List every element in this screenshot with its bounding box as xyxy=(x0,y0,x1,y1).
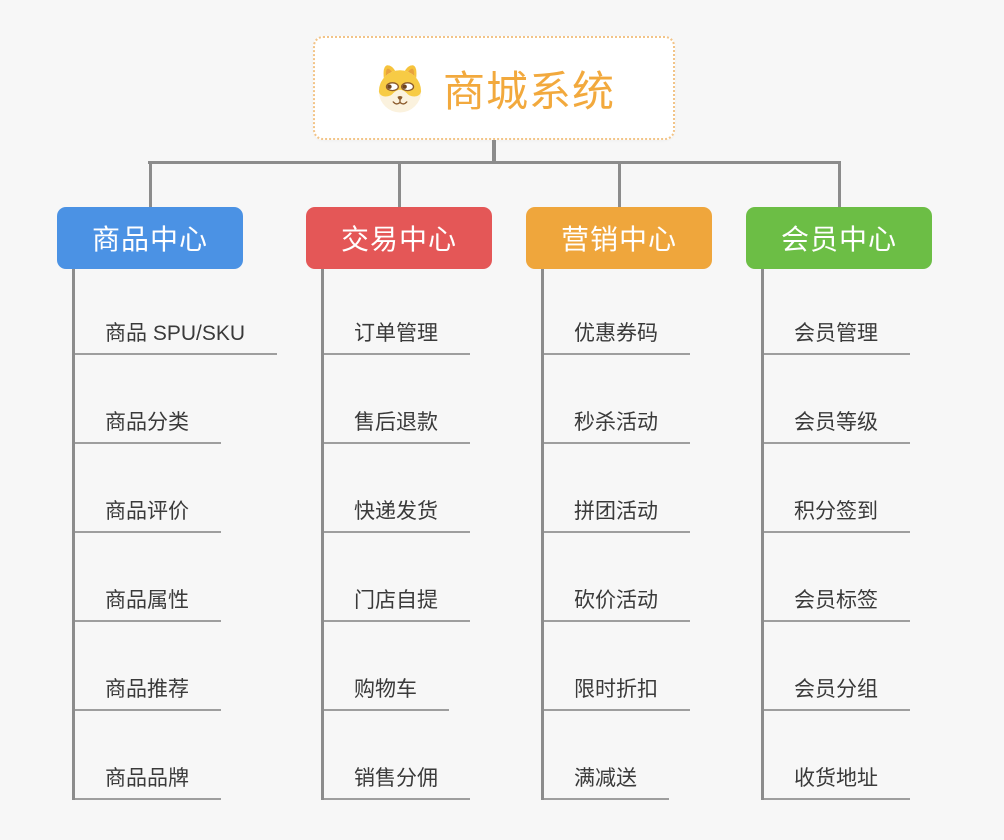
connector-root-vertical xyxy=(492,140,496,164)
connector-branch-stub xyxy=(398,161,401,207)
leaf-item[interactable]: 商品评价 xyxy=(75,497,221,533)
dog-face-icon xyxy=(378,65,422,113)
branch-node-member-center[interactable]: 会员中心 xyxy=(746,207,932,269)
leaf-item[interactable]: 满减送 xyxy=(544,764,669,800)
leaf-item[interactable]: 拼团活动 xyxy=(544,497,690,533)
leaf-item[interactable]: 优惠券码 xyxy=(544,319,690,355)
leaf-item[interactable]: 门店自提 xyxy=(324,586,470,622)
leaf-item[interactable]: 会员分组 xyxy=(764,675,910,711)
leaf-item[interactable]: 快递发货 xyxy=(324,497,470,533)
branch-items-marketing-center: 优惠券码秒杀活动拼团活动砍价活动限时折扣满减送 xyxy=(541,269,690,800)
leaf-item[interactable]: 会员等级 xyxy=(764,408,910,444)
leaf-item[interactable]: 商品推荐 xyxy=(75,675,221,711)
connector-horizontal xyxy=(148,161,840,164)
leaf-item[interactable]: 限时折扣 xyxy=(544,675,690,711)
leaf-item[interactable]: 商品品牌 xyxy=(75,764,221,800)
leaf-item[interactable]: 订单管理 xyxy=(324,319,470,355)
root-title: 商城系统 xyxy=(442,67,615,115)
leaf-item[interactable]: 购物车 xyxy=(324,675,449,711)
leaf-item[interactable]: 会员管理 xyxy=(764,319,910,355)
leaf-item[interactable]: 商品属性 xyxy=(75,586,221,622)
branch-items-member-center: 会员管理会员等级积分签到会员标签会员分组收货地址 xyxy=(761,269,910,800)
branch-items-product-center: 商品 SPU/SKU 商品分类商品评价商品属性商品推荐商品品牌 xyxy=(72,269,278,800)
leaf-item[interactable]: 收货地址 xyxy=(764,764,910,800)
branch-node-marketing-center[interactable]: 营销中心 xyxy=(526,207,712,269)
leaf-item[interactable]: 售后退款 xyxy=(324,408,470,444)
branch-items-trade-center: 订单管理售后退款快递发货门店自提购物车销售分佣 xyxy=(321,269,470,800)
leaf-item[interactable]: 销售分佣 xyxy=(324,764,470,800)
branch-node-product-center[interactable]: 商品中心 xyxy=(57,207,243,269)
connector-branch-stub xyxy=(618,161,621,207)
leaf-item[interactable]: 会员标签 xyxy=(764,586,910,622)
leaf-item[interactable]: 秒杀活动 xyxy=(544,408,690,444)
branch-node-trade-center[interactable]: 交易中心 xyxy=(306,207,492,269)
leaf-item[interactable]: 砍价活动 xyxy=(544,586,690,622)
leaf-item[interactable]: 商品分类 xyxy=(75,408,221,444)
connector-branch-stub xyxy=(149,161,152,207)
connector-branch-stub xyxy=(838,161,841,207)
leaf-item[interactable]: 积分签到 xyxy=(764,497,910,533)
leaf-item[interactable]: 商品 SPU/SKU xyxy=(75,319,278,355)
root-node[interactable]: 商城系统 xyxy=(313,36,675,140)
